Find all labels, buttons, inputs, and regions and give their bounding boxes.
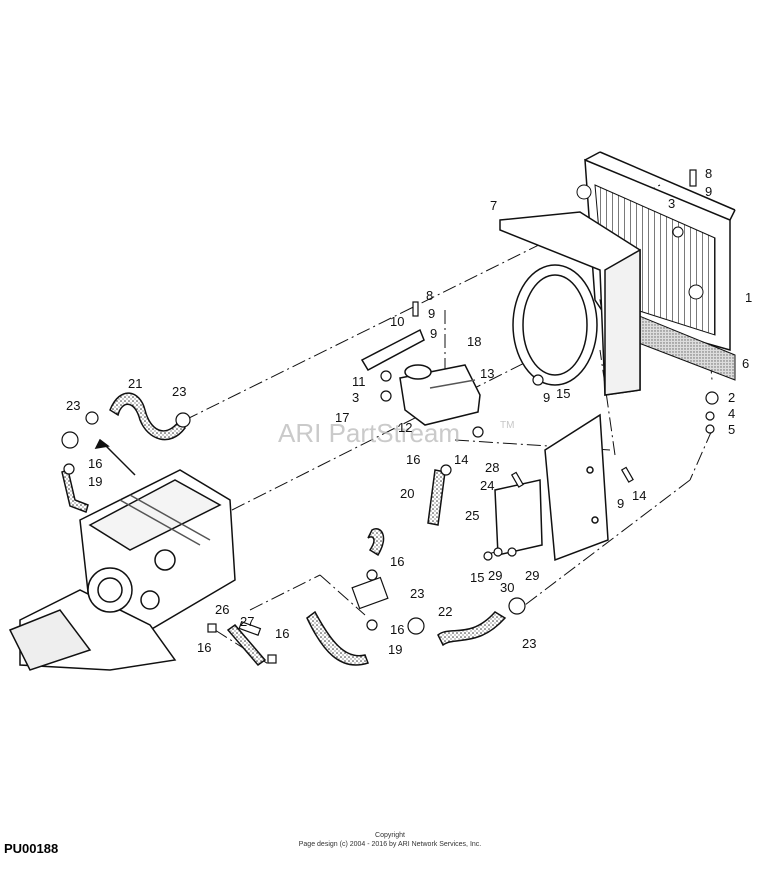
- copyright-label: Copyright: [375, 832, 405, 839]
- mount-bracket: [494, 413, 609, 562]
- engine: [8, 438, 236, 671]
- callout-1: 1: [745, 290, 752, 305]
- callout-19: 19: [388, 642, 402, 657]
- callout-21: 21: [128, 376, 142, 391]
- diagram-id: PU00188: [4, 841, 59, 856]
- hoses: [61, 392, 507, 667]
- callout-23: 23: [172, 384, 186, 399]
- callout-16: 16: [406, 452, 420, 467]
- callout-29: 29: [525, 568, 539, 583]
- callout-28: 28: [485, 460, 499, 475]
- callout-9: 9: [430, 326, 437, 341]
- callout-6: 6: [742, 356, 749, 371]
- callout-9: 9: [705, 184, 712, 199]
- callout-22: 22: [438, 604, 452, 619]
- callout-18: 18: [467, 334, 481, 349]
- callout-16: 16: [390, 554, 404, 569]
- fan-shroud: [499, 211, 641, 396]
- watermark-text: ARI PartStream: [278, 418, 460, 448]
- callout-11: 11: [352, 374, 366, 389]
- callout-16: 16: [390, 622, 404, 637]
- callout-26: 26: [215, 602, 229, 617]
- callout-23: 23: [66, 398, 80, 413]
- copyright-footer: Copyright Page design (c) 2004 - 2016 by…: [250, 831, 530, 849]
- callout-27: 27: [240, 614, 254, 629]
- callout-30: 30: [500, 580, 514, 595]
- callout-19: 19: [88, 474, 102, 489]
- callout-9: 9: [543, 390, 550, 405]
- callout-24: 24: [480, 478, 494, 493]
- callout-9: 9: [617, 496, 624, 511]
- callout-9: 9: [428, 306, 435, 321]
- watermark-tm: TM: [500, 420, 514, 431]
- callout-16: 16: [275, 626, 289, 641]
- coolant-reservoir: [360, 328, 481, 426]
- callout-14: 14: [632, 488, 646, 503]
- callout-10: 10: [390, 314, 404, 329]
- callout-25: 25: [465, 508, 479, 523]
- callout-8: 8: [705, 166, 712, 181]
- callout-labels: 8 9 3 7 1 6 2 4 5 8 9 10 9 18 13 11 3 17…: [66, 166, 752, 657]
- callout-23: 23: [522, 636, 536, 651]
- callout-15: 15: [470, 570, 484, 585]
- callout-16: 16: [88, 456, 102, 471]
- callout-3: 3: [352, 390, 359, 405]
- callout-5: 5: [728, 422, 735, 437]
- callout-3: 3: [668, 196, 675, 211]
- callout-8: 8: [426, 288, 433, 303]
- callout-4: 4: [728, 406, 735, 421]
- callout-23: 23: [410, 586, 424, 601]
- callout-17: 17: [335, 410, 349, 425]
- callout-29: 29: [488, 568, 502, 583]
- callout-2: 2: [728, 390, 735, 405]
- callout-12: 12: [398, 420, 412, 435]
- callout-15: 15: [556, 386, 570, 401]
- hardware: [61, 169, 719, 664]
- callout-20: 20: [400, 486, 414, 501]
- callout-16: 16: [197, 640, 211, 655]
- copyright-text: Page design (c) 2004 - 2016 by ARI Netwo…: [298, 841, 482, 848]
- callout-14: 14: [454, 452, 468, 467]
- callout-7: 7: [490, 198, 497, 213]
- callout-13: 13: [480, 366, 494, 381]
